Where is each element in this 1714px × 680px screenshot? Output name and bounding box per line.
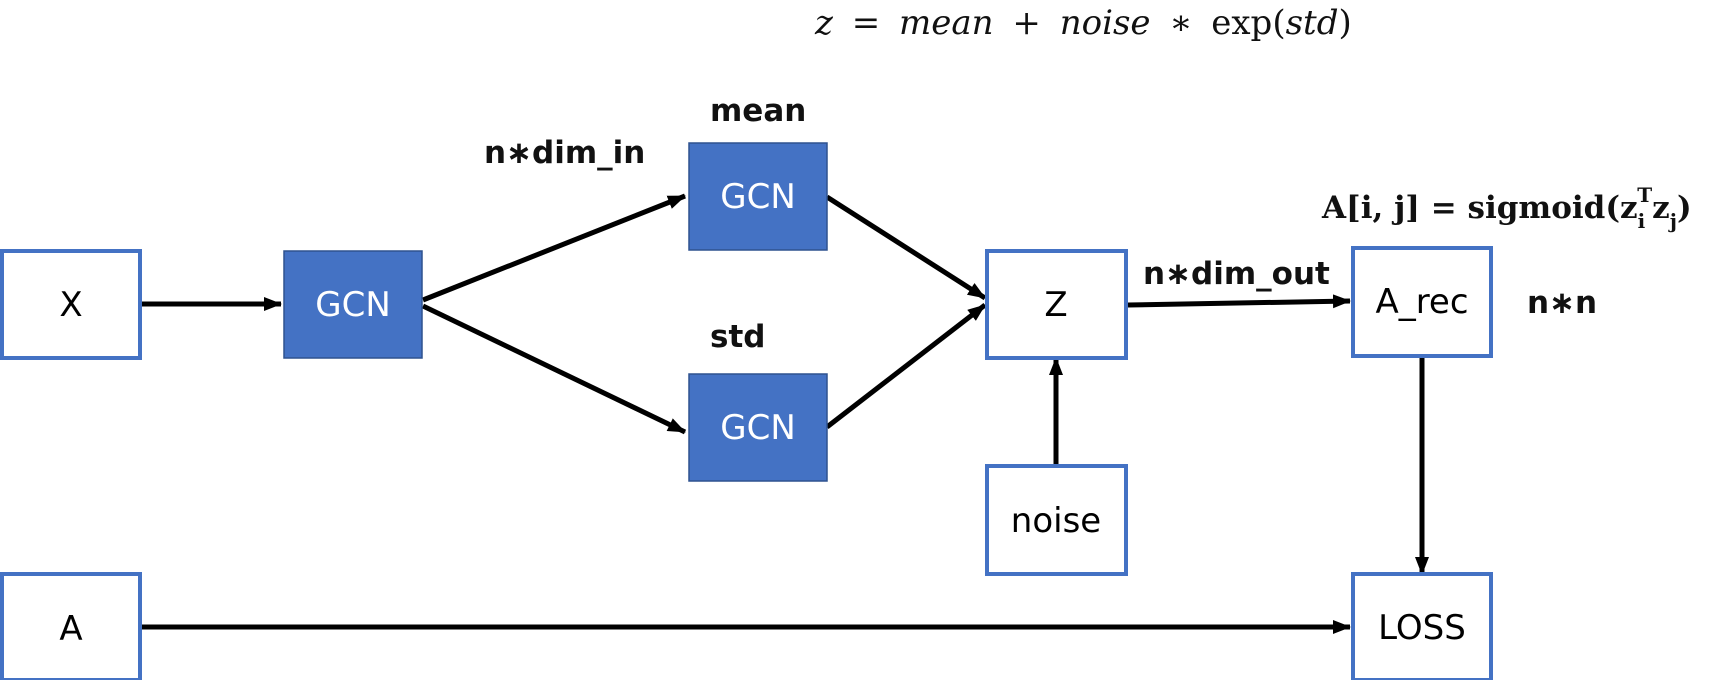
svg-text:A_rec: A_rec (1375, 282, 1468, 322)
arrow-gcn-to-std (421, 303, 687, 435)
arrows (141, 193, 1429, 634)
formula-top: z = mean + noise ∗ exp(std) (814, 3, 1352, 43)
svg-text:Z: Z (1044, 285, 1067, 325)
node-gcn-mean: GCN (688, 142, 828, 251)
svg-text:X: X (59, 285, 82, 325)
label-nn: n∗n (1527, 285, 1597, 321)
svg-text:GCN: GCN (720, 177, 796, 217)
arrow-mean-to-z (825, 194, 987, 301)
node-z: Z (985, 249, 1128, 360)
label-std: std (710, 319, 765, 355)
label-dim-in: n∗dim_in (484, 135, 645, 171)
arrow-gcn-to-mean (422, 193, 686, 303)
node-loss: LOSS (1351, 572, 1493, 680)
node-gcn-main: GCN (283, 250, 423, 359)
arrow-std-to-z (825, 303, 987, 429)
node-x: X (0, 249, 142, 360)
svg-text:noise: noise (1011, 501, 1101, 541)
formula-right: A[i, j] = sigmoid(ziTzj) (1321, 183, 1692, 233)
node-a-rec: A_rec (1351, 246, 1493, 358)
node-a: A (0, 572, 142, 680)
svg-text:GCN: GCN (315, 285, 391, 325)
node-noise: noise (985, 464, 1128, 576)
arrow-z-to-arec (1127, 294, 1351, 309)
label-mean: mean (710, 93, 806, 129)
svg-text:A: A (59, 609, 82, 649)
svg-text:GCN: GCN (720, 408, 796, 448)
node-gcn-std: GCN (688, 373, 828, 482)
svg-text:LOSS: LOSS (1378, 608, 1466, 648)
label-dim-out: n∗dim_out (1143, 256, 1330, 292)
